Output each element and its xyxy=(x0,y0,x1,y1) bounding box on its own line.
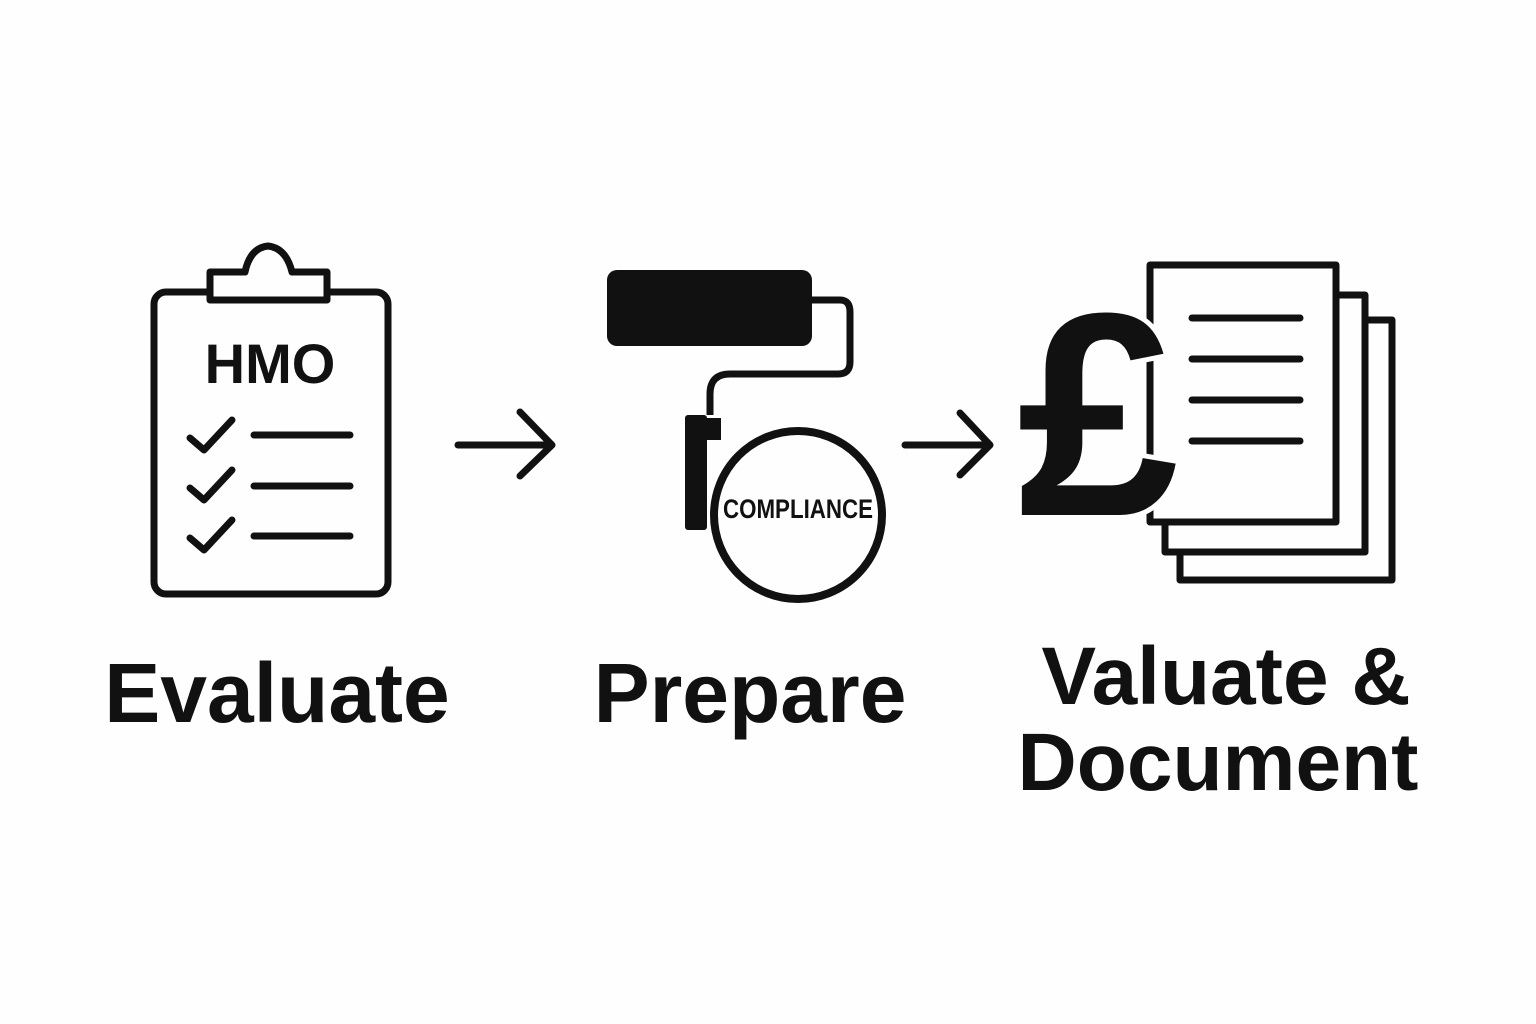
paint-roller-icon xyxy=(607,270,886,603)
documents-stack-icon xyxy=(1146,261,1396,584)
step-label-document: Document xyxy=(1018,717,1419,808)
arrow-right-icon xyxy=(454,408,556,480)
clipboard-hmo-text: HMO xyxy=(205,332,336,395)
arrow-right-icon xyxy=(901,409,994,479)
compliance-text: COMPLIANCE xyxy=(723,494,873,524)
step-label-evaluate: Evaluate xyxy=(104,646,450,740)
pound-sign-icon: £ xyxy=(1017,253,1178,577)
step-label-prepare: Prepare xyxy=(594,646,907,740)
clipboard-checklist-icon xyxy=(150,242,392,598)
step-label-valuate: Valuate & xyxy=(1041,631,1410,722)
